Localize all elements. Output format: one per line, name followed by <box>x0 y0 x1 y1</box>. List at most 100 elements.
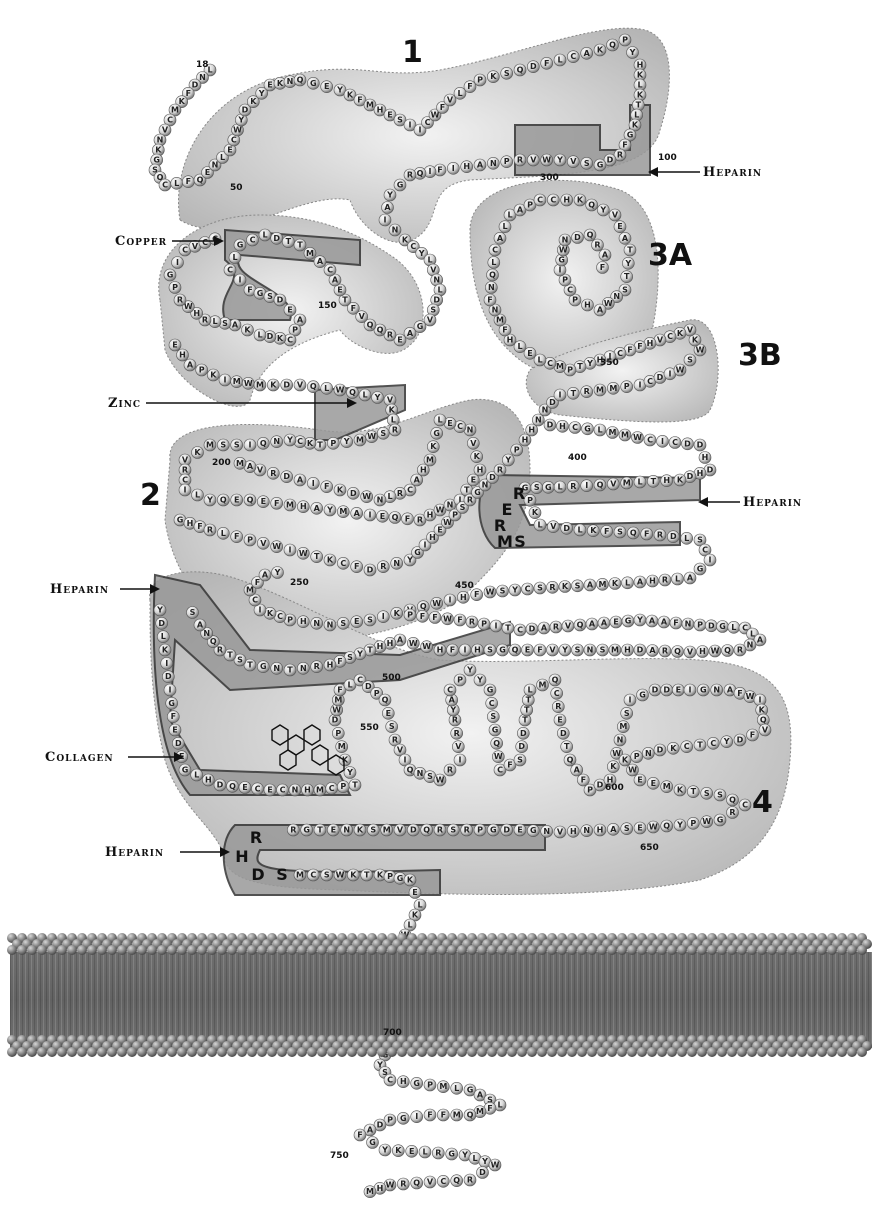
residue-letter: E <box>354 617 359 626</box>
residue-letter: R <box>737 646 743 655</box>
residue-letter: H <box>377 642 384 651</box>
residue-letter: L <box>417 901 422 910</box>
residue-letter: T <box>286 237 292 246</box>
residue-letter: D <box>652 686 659 695</box>
lipid-head <box>327 1047 337 1057</box>
residue-letter: Q <box>630 529 637 538</box>
residue-letter: R <box>182 466 188 475</box>
residue-letter: G <box>697 565 704 574</box>
residue-letter: C <box>250 236 256 245</box>
residue-letter: R <box>217 646 223 655</box>
lipid-head <box>727 945 737 955</box>
lipid-head <box>617 1047 627 1057</box>
lipid-head <box>837 945 847 955</box>
residue-letter: Q <box>229 782 236 791</box>
residue-letter: N <box>343 826 350 835</box>
residue-letter: R <box>555 702 561 711</box>
lipid-head <box>127 1047 137 1057</box>
residue-letter: H <box>477 466 484 475</box>
residue-letter: L <box>362 391 367 400</box>
lipid-head <box>267 1047 277 1057</box>
residue-letter: D <box>657 373 664 382</box>
heparin-label-2: Heparin <box>743 495 802 510</box>
residue-letter: G <box>153 156 160 165</box>
residue-letter: T <box>624 272 630 281</box>
residue-letter: Y <box>346 768 353 777</box>
residue-letter: D <box>479 1168 486 1177</box>
residue-letter: F <box>197 522 202 531</box>
residue-letter: M <box>233 377 241 386</box>
residue-letter: V <box>192 242 199 251</box>
residue-letter: R <box>392 426 398 435</box>
residue-letter: L <box>232 253 237 262</box>
residue-letter: C <box>567 286 573 295</box>
lipid-head <box>807 945 817 955</box>
residue-letter: I <box>424 541 427 550</box>
residue-letter: A <box>517 206 524 215</box>
lipid-head <box>437 1047 447 1057</box>
residue-letter: H <box>528 426 535 435</box>
residue-letter: C <box>182 476 188 485</box>
residue-letter: F <box>247 286 252 295</box>
residue-letter: V <box>447 96 454 105</box>
lipid-head <box>157 1047 167 1057</box>
residue-letter: H <box>624 646 631 655</box>
residue-letter: C <box>287 336 293 345</box>
residue-letter: L <box>212 317 217 326</box>
lipid-head <box>637 1047 647 1057</box>
residue-letter: I <box>559 391 562 400</box>
lipid-head <box>297 1047 307 1057</box>
lipid-head <box>787 945 797 955</box>
lipid-head <box>507 1047 517 1057</box>
residue-letter: F <box>357 1131 362 1140</box>
lipid-head <box>747 1047 757 1057</box>
residue-letter: L <box>257 331 262 340</box>
residue-letter: I <box>176 258 179 267</box>
residue-letter: Y <box>476 676 483 685</box>
residue-letter: M <box>476 1107 484 1116</box>
residue-letter: W <box>299 549 308 558</box>
residue-letter: C <box>489 699 495 708</box>
residue-letter: L <box>221 529 226 538</box>
lipid-head <box>667 1047 677 1057</box>
key-residue-s1: S <box>514 532 526 551</box>
residue-letter: P <box>335 729 341 738</box>
residue-letter: E <box>387 111 392 120</box>
residue-letter: L <box>472 1154 477 1163</box>
residue-letter: T <box>651 477 657 486</box>
residue-letter: N <box>542 406 549 415</box>
residue-letter: C <box>617 349 623 358</box>
lipid-head <box>387 1047 397 1057</box>
residue-letter: A <box>317 257 324 266</box>
residue-letter: L <box>391 416 396 425</box>
lipid-head <box>467 945 477 955</box>
residue-letter: N <box>543 827 550 836</box>
residue-letter: G <box>558 256 565 265</box>
residue-letter: C <box>329 784 335 793</box>
lipid-head <box>767 945 777 955</box>
residue-letter: K <box>532 508 539 517</box>
residue-letter: G <box>530 826 537 835</box>
residue-letter: D <box>192 81 199 90</box>
lipid-head <box>277 945 287 955</box>
residue-letter: I <box>312 479 315 488</box>
residue-letter: W <box>711 647 720 656</box>
residue-letter: Q <box>467 1111 474 1120</box>
lipid-head <box>167 945 177 955</box>
residue-letter: C <box>447 686 453 695</box>
resnum-450: 450 <box>455 581 474 591</box>
residue-letter: H <box>597 826 604 835</box>
residue-letter: I <box>409 121 412 130</box>
residue-letter: A <box>649 617 656 626</box>
residue-letter: D <box>707 466 714 475</box>
lipid-head <box>107 1047 117 1057</box>
residue-letter: S <box>584 159 590 168</box>
residue-letter: Y <box>406 556 413 565</box>
residue-letter: F <box>502 326 507 335</box>
residue-letter: Q <box>247 496 254 505</box>
residue-letter: C <box>280 786 286 795</box>
residue-letter: S <box>624 824 630 833</box>
residue-letter: W <box>486 588 495 597</box>
residue-letter: E <box>397 336 402 345</box>
residue-letter: S <box>622 286 628 295</box>
